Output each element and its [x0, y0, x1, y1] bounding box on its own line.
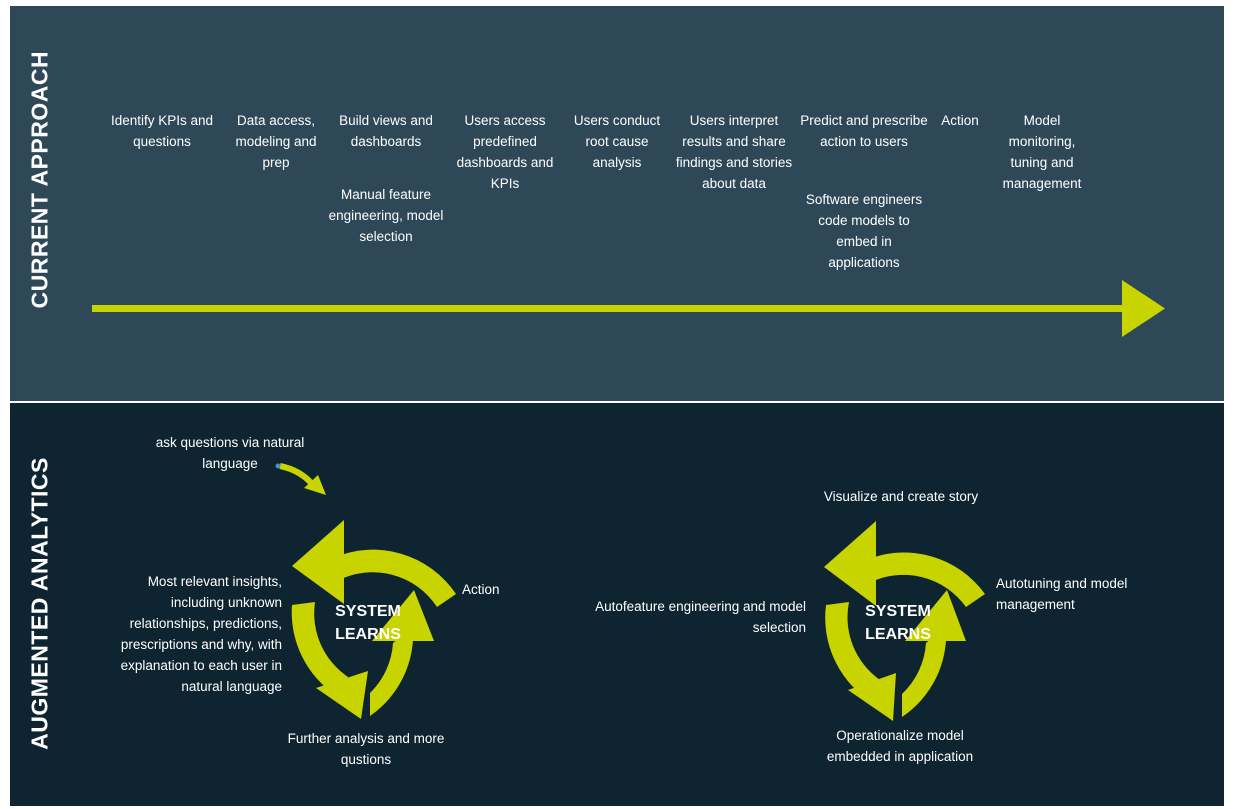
step-manual-feature-engineering: Manual feature engineering, model select… — [328, 187, 444, 244]
left-cycle-center: SYSTEM LEARNS — [335, 603, 401, 643]
step-build-views: Build views and dashboards — [339, 113, 433, 149]
step-predict-prescribe: Predict and prescribe action to users — [800, 113, 928, 149]
left-cycle-arrows — [291, 520, 456, 719]
step-root-cause-analysis: Users conduct root cause analysis — [573, 113, 661, 170]
step-data-access: Data access, modeling and prep — [235, 113, 317, 170]
current-approach-panel — [10, 6, 1224, 401]
timeline-arrow — [92, 280, 1165, 337]
right-cycle-center: SYSTEM LEARNS — [865, 603, 931, 643]
input-arrow — [275, 463, 326, 495]
right-cycle-left-label: Autofeature engineering and model select… — [595, 599, 806, 635]
left-cycle-left-label: Most relevant insights, including unknow… — [120, 574, 282, 694]
right-cycle-right-label: Autotuning and model management — [996, 576, 1128, 612]
step-identify-kpis: Identify KPIs and questions — [110, 113, 214, 149]
left-cycle-bottom-label: Further analysis and more qustions — [287, 731, 445, 767]
step-action: Action — [941, 113, 979, 128]
step-interpret-results: Users interpret results and share findin… — [675, 113, 793, 191]
augmented-analytics-panel — [10, 403, 1224, 806]
right-cycle-bottom-label: Operationalize model embedded in applica… — [826, 728, 974, 764]
left-cycle-input-label: ask questions via natural language — [155, 435, 305, 471]
step-users-access-dashboards: Users access predefined dashboards and K… — [456, 113, 554, 191]
right-cycle-top-label: Visualize and create story — [823, 489, 979, 504]
right-cycle-arrows — [824, 521, 985, 721]
step-model-monitoring: Model monitoring, tuning and management — [1002, 113, 1082, 191]
step-software-engineers: Software engineers code models to embed … — [805, 192, 923, 270]
left-cycle-action-label: Action — [462, 582, 500, 597]
